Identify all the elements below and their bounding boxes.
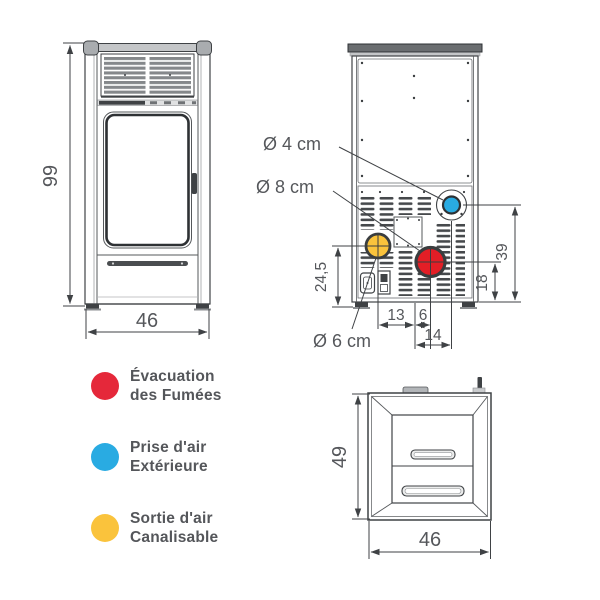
top-width-label: 46 bbox=[419, 529, 441, 551]
front-height-dimension bbox=[63, 42, 85, 307]
front-top-bar bbox=[96, 43, 199, 52]
flue-diameter-label: Ø 8 cm bbox=[256, 177, 314, 197]
top-depth-dimension bbox=[352, 393, 370, 520]
air-intake-color-dot bbox=[91, 443, 119, 471]
top-width-dimension bbox=[368, 521, 491, 559]
air-intake-diameter-label: Ø 4 cm bbox=[263, 134, 321, 154]
flue-legend-line1: Évacuation bbox=[130, 368, 215, 385]
front-right-cap bbox=[196, 40, 212, 56]
top-bevel-lines bbox=[371, 396, 488, 517]
flue-outlet bbox=[414, 245, 447, 279]
air-intake-port bbox=[435, 189, 468, 221]
rear-upper-panel bbox=[357, 58, 473, 184]
intake-height-label: 39 bbox=[494, 243, 511, 260]
rear-view: Ø 4 cm Ø 8 cm Ø 6 cm 24,5 39 18 bbox=[256, 43, 521, 351]
duct-offset-label: 13 bbox=[387, 307, 404, 324]
legend-item-flue: Évacuation des Fumées bbox=[91, 367, 222, 405]
top-pin bbox=[477, 377, 482, 391]
flue-legend-line2: des Fumées bbox=[130, 387, 222, 404]
legend-item-ducted-air: Sortie d'air Canalisable bbox=[91, 509, 218, 547]
front-seam-band bbox=[97, 99, 198, 106]
ducted-air-legend-label: Sortie d'air Canalisable bbox=[130, 509, 218, 547]
top-slots bbox=[401, 449, 465, 497]
front-right-foot bbox=[196, 304, 209, 309]
rear-top-cap bbox=[347, 43, 483, 53]
flue-leader bbox=[332, 190, 421, 252]
flue-offset-label: 6 bbox=[419, 307, 428, 324]
legend-item-air-intake: Prise d'air Extérieure bbox=[91, 438, 208, 476]
air-intake-leader bbox=[338, 146, 444, 201]
intake-offset-label: 14 bbox=[424, 327, 442, 344]
ducted-air-legend-line2: Canalisable bbox=[130, 529, 219, 546]
front-height-label: 99 bbox=[40, 165, 62, 187]
front-view: 99 46 bbox=[40, 40, 212, 339]
top-depth-label: 49 bbox=[329, 446, 351, 468]
front-left-cap bbox=[83, 40, 99, 56]
flue-height-label: 18 bbox=[474, 274, 491, 291]
front-door bbox=[97, 111, 198, 256]
air-intake-legend-line2: Extérieure bbox=[130, 458, 208, 475]
air-intake-legend-label: Prise d'air Extérieure bbox=[130, 438, 208, 476]
air-intake-legend-line1: Prise d'air bbox=[130, 439, 207, 456]
bottom-offset-dimensions bbox=[377, 221, 452, 349]
power-switch bbox=[377, 270, 391, 295]
front-width-dimension bbox=[85, 309, 210, 339]
door-handle bbox=[191, 173, 197, 194]
flue-height-dimension bbox=[446, 261, 501, 301]
front-left-foot bbox=[86, 304, 99, 309]
ducted-air-outlet bbox=[364, 232, 392, 260]
duct-diameter-label: Ø 6 cm bbox=[313, 331, 371, 351]
flue-color-dot bbox=[91, 372, 119, 400]
rear-access-plate bbox=[393, 216, 423, 248]
duct-leader bbox=[351, 257, 377, 330]
duct-height-label: 24,5 bbox=[313, 262, 330, 292]
ducted-air-legend-line1: Sortie d'air bbox=[130, 510, 213, 527]
duct-height-dimension bbox=[332, 245, 366, 308]
intake-height-dimension bbox=[463, 204, 521, 303]
ducted-air-color-dot bbox=[91, 514, 119, 542]
front-width-label: 46 bbox=[136, 310, 158, 332]
top-view: 49 46 bbox=[329, 377, 492, 559]
flue-legend-label: Évacuation des Fumées bbox=[130, 367, 222, 405]
front-air-grille bbox=[100, 53, 195, 98]
rear-feet bbox=[353, 302, 477, 309]
front-base bbox=[84, 261, 211, 311]
